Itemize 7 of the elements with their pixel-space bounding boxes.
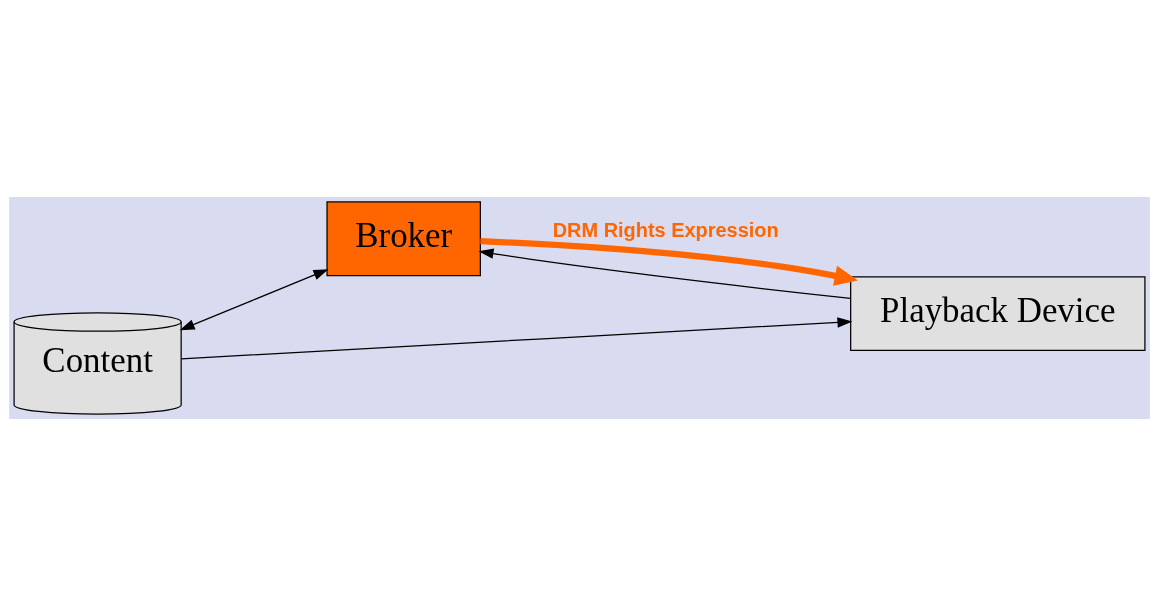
arrow (179, 268, 329, 330)
node-box: Playback Device (850, 275, 1146, 351)
arrow (478, 247, 852, 299)
arrow (480, 237, 858, 286)
node-box: Broker (326, 200, 481, 276)
edge-label: DRM Rights Expression (552, 218, 779, 241)
arrow (180, 316, 853, 359)
